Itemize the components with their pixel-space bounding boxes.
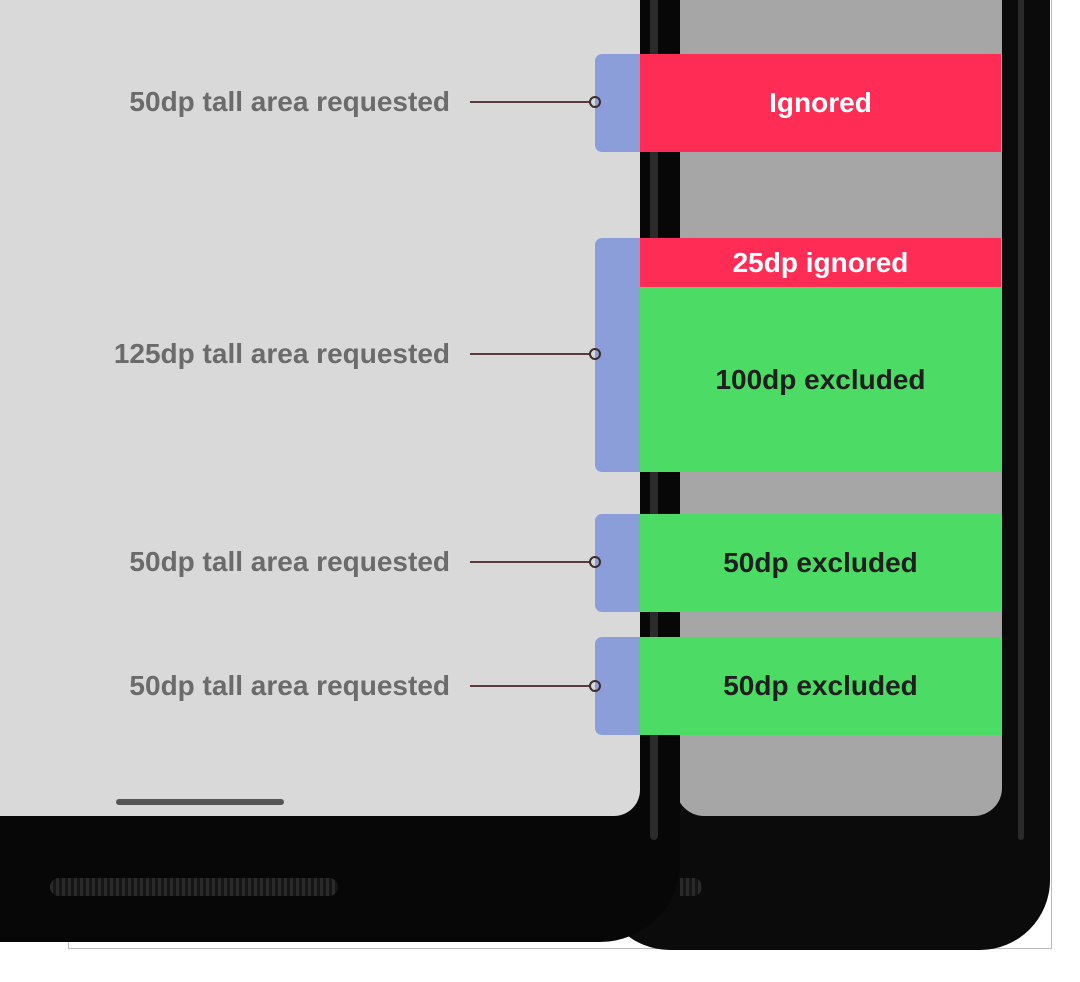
region-label: 50dp excluded [723, 670, 918, 701]
requested-area-tab [595, 514, 640, 612]
back-speaker-grille [680, 878, 702, 896]
connector-line [470, 353, 590, 355]
connector-line [470, 685, 590, 687]
request-label: 50dp tall area requested [129, 670, 450, 701]
connector-knob [589, 96, 601, 108]
request-label: 50dp tall area requested [129, 546, 450, 577]
request-label: 50dp tall area requested [129, 86, 450, 117]
region-label: 100dp excluded [715, 363, 926, 395]
ignored-region: Ignored [640, 54, 1001, 152]
requested-area-tab [595, 637, 640, 735]
connector-knob [589, 556, 601, 568]
request-label: 125dp tall area requested [113, 338, 450, 369]
ignored-region: 25dp ignored [640, 238, 1001, 287]
speaker-grille [50, 878, 338, 896]
connector-line [470, 101, 590, 103]
gesture-nav-bar [116, 799, 284, 805]
excluded-region: 50dp excluded [640, 514, 1001, 612]
region-label: 50dp excluded [723, 547, 918, 578]
front-phone-screen [0, 0, 640, 816]
requested-area-tab [595, 54, 640, 152]
connector-knob [589, 680, 601, 692]
connector-knob [589, 348, 601, 360]
excluded-region: 50dp excluded [640, 637, 1001, 735]
region-label: 25dp ignored [732, 246, 909, 278]
region-label: Ignored [769, 87, 872, 118]
back-phone-bezel-shine [1018, 0, 1024, 840]
excluded-region: 100dp excluded [640, 287, 1001, 472]
requested-area-tab [595, 238, 640, 472]
connector-line [470, 561, 590, 563]
